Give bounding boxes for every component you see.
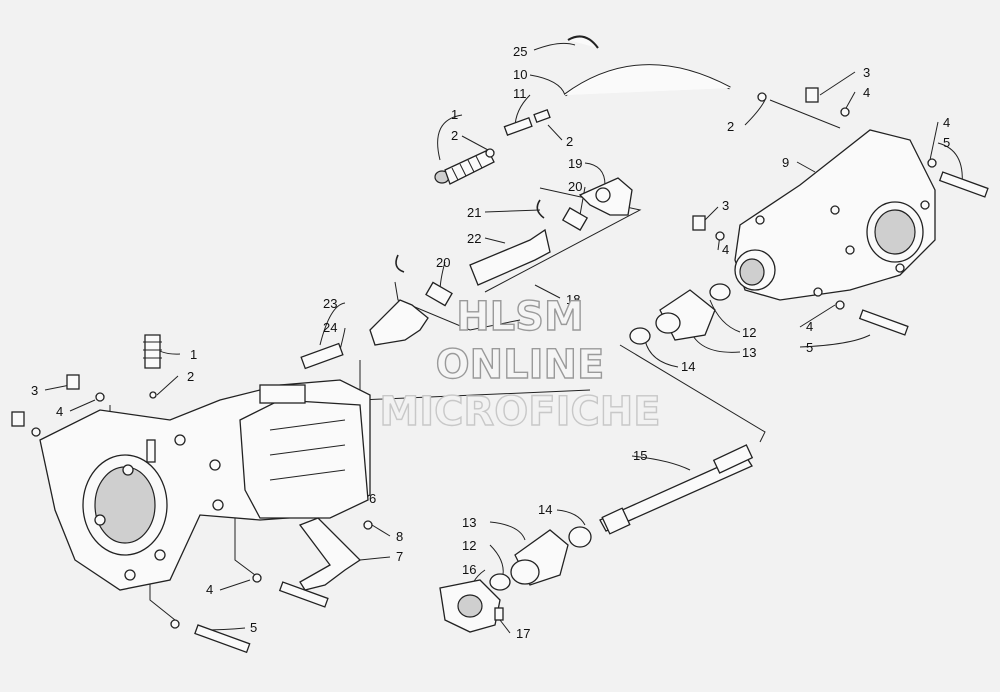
axle-shaft [439, 444, 754, 633]
front-gearcase [692, 87, 989, 336]
callout-5: 5 [943, 135, 950, 150]
callout-4: 4 [722, 242, 729, 257]
callout-23: 23 [323, 296, 337, 311]
callout-labels: 25 10 11 1 2 2 2 3 4 4 5 9 19 20 21 22 2… [31, 44, 950, 641]
callout-13: 13 [462, 515, 476, 530]
callout-4: 4 [943, 115, 950, 130]
watermark-line-1: HLSM [456, 294, 584, 340]
callout-16: 16 [462, 562, 476, 577]
callout-14: 14 [538, 502, 552, 517]
shift-cable-assembly [434, 35, 767, 185]
callout-4: 4 [806, 319, 813, 334]
callout-14: 14 [681, 359, 695, 374]
callout-2: 2 [566, 134, 573, 149]
callout-5: 5 [250, 620, 257, 635]
callout-6: 6 [369, 491, 376, 506]
callout-22: 22 [467, 231, 481, 246]
callout-9: 9 [782, 155, 789, 170]
boot-upper [434, 149, 495, 185]
callout-19: 19 [568, 156, 582, 171]
callout-13: 13 [742, 345, 756, 360]
callout-25: 25 [513, 44, 527, 59]
callout-17: 17 [516, 626, 530, 641]
callout-3: 3 [863, 65, 870, 80]
callout-11: 11 [513, 86, 527, 101]
callout-1: 1 [190, 347, 197, 362]
callout-12: 12 [742, 325, 756, 340]
boot-seal-set-upper [629, 283, 731, 345]
callout-2: 2 [187, 369, 194, 384]
lower-bolts [170, 573, 329, 654]
callout-12: 12 [462, 538, 476, 553]
callout-5: 5 [806, 340, 813, 355]
watermark-line-3: MICROFICHE [379, 389, 660, 435]
callout-10: 10 [513, 67, 527, 82]
callout-15: 15 [633, 448, 647, 463]
callout-3: 3 [722, 198, 729, 213]
callout-3: 3 [31, 383, 38, 398]
watermark-line-2: ONLINE [436, 342, 605, 388]
callout-2: 2 [727, 119, 734, 134]
callout-21: 21 [467, 205, 481, 220]
driveshaft-group [300, 177, 633, 370]
shift-bracket [298, 517, 373, 591]
transmission-housing [11, 334, 371, 591]
callout-20: 20 [436, 255, 450, 270]
callout-7: 7 [396, 549, 403, 564]
callout-4: 4 [206, 582, 213, 597]
callout-1: 1 [451, 107, 458, 122]
callout-20: 20 [568, 179, 582, 194]
callout-18: 18 [566, 292, 580, 307]
callout-4: 4 [863, 85, 870, 100]
callout-4: 4 [56, 404, 63, 419]
callout-2: 2 [451, 128, 458, 143]
watermark: HLSM ONLINE MICROFICHE [379, 293, 662, 435]
callout-8: 8 [396, 529, 403, 544]
callout-24: 24 [323, 320, 337, 335]
